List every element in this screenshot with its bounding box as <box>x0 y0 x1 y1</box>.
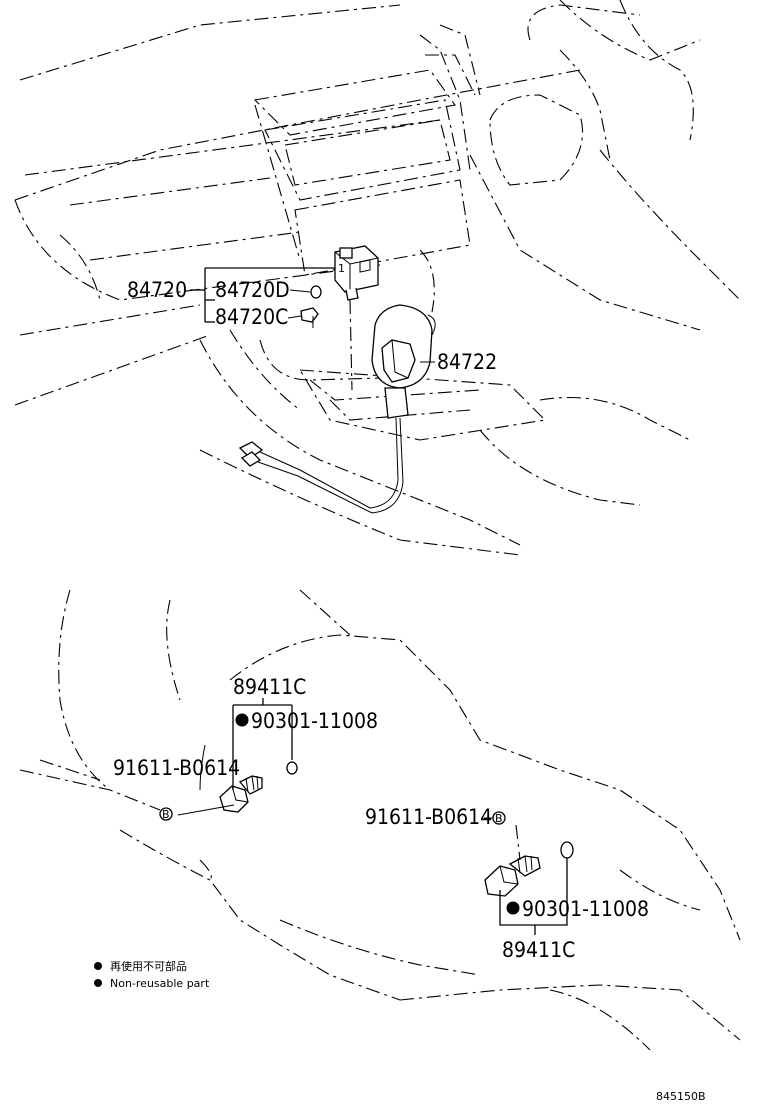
label-84720d: 84720D <box>215 278 290 302</box>
label-89411c-top: 89411C <box>233 675 306 699</box>
label-91611-left: 91611-B0614 <box>113 756 240 780</box>
console-outline <box>199 249 691 556</box>
label-84722: 84722 <box>437 350 497 374</box>
label-84720c: 84720C <box>215 305 288 329</box>
socket-84720c-part <box>300 307 319 328</box>
legend-bullet-1 <box>94 962 102 970</box>
diagram-code: 845150B <box>656 1090 706 1103</box>
leaders-lower <box>177 698 568 935</box>
svg-text:1: 1 <box>338 262 345 275</box>
shift-lever-part <box>238 304 436 514</box>
vehicle-body-outline <box>19 589 741 1051</box>
bulb-84720d-part <box>310 285 322 299</box>
leaders-upper <box>190 267 435 391</box>
legend-bullet-2 <box>94 979 102 987</box>
center-cluster-outline <box>253 24 584 276</box>
legend-line-english: Non-reusable part <box>110 977 210 990</box>
label-90301-top: 90301-11008 <box>251 709 378 733</box>
sensor-b-part: B <box>484 811 574 897</box>
label-89411c-bottom: 89411C <box>502 938 575 962</box>
svg-text:B: B <box>162 808 170 821</box>
label-90301-bottom: 90301-11008 <box>522 897 649 921</box>
label-91611-right: 91611-B0614 <box>365 805 492 829</box>
hazard-switch-part: 1 <box>334 245 379 301</box>
label-84720: 84720 <box>127 278 187 302</box>
non-reusable-mark-bottom <box>506 901 520 915</box>
non-reusable-mark-top <box>235 713 249 727</box>
svg-text:B: B <box>495 812 503 825</box>
dashboard-outline <box>14 0 741 546</box>
sensor-a-part: B <box>159 761 298 821</box>
legend-line-japanese: 再使用不可部品 <box>110 959 187 973</box>
